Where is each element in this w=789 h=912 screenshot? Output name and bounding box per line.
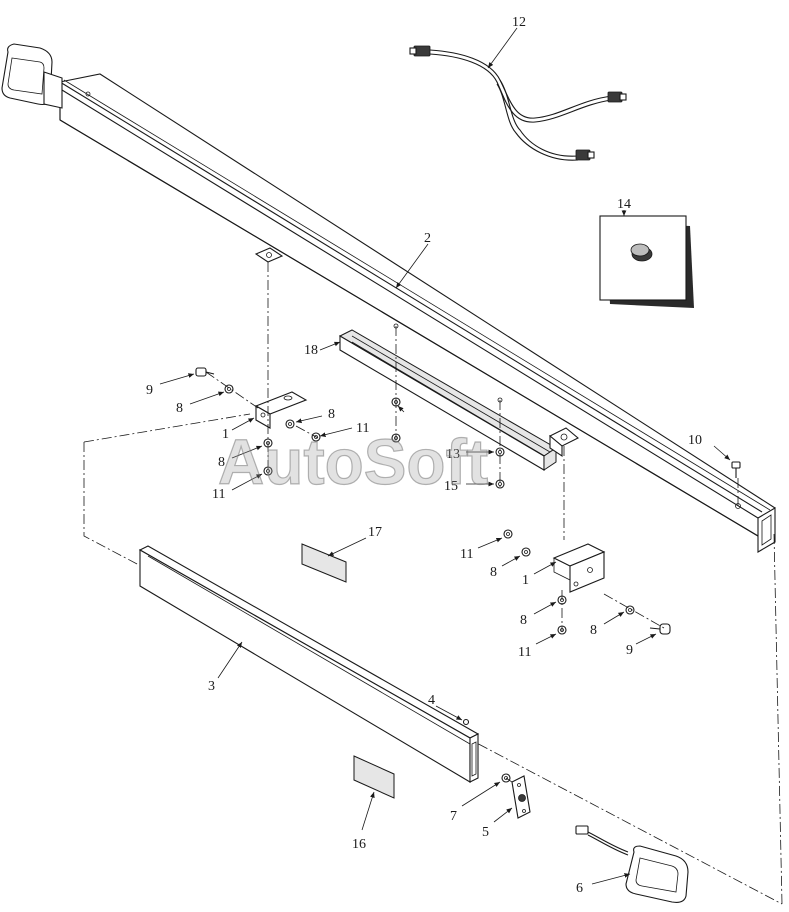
bolt-lower [649,623,671,635]
fastener-group [195,323,741,783]
callout-8-lower-c: 8 [590,623,597,638]
callout-11-upper-right: 11 [356,421,369,436]
callout-8-upper-right: 8 [328,407,335,422]
grommet-box [599,215,694,308]
alignment-lines [83,262,783,905]
callout-6: 6 [576,881,583,896]
watermark: AutoSoft [218,426,488,498]
callout-1-upper: 1 [222,427,229,442]
small-bracket [511,775,531,819]
callout-8-upper-left: 8 [176,401,183,416]
lower-bar [138,545,480,783]
callout-16: 16 [352,837,366,852]
wiring-harness [409,45,627,161]
callout-5: 5 [482,825,489,840]
callout-2: 2 [424,231,431,246]
callout-3: 3 [208,679,215,694]
bracket-lower [552,543,606,593]
callout-11-lower-b: 11 [518,645,531,660]
callout-4: 4 [428,693,435,708]
callout-15: 15 [444,479,458,494]
light-bar-main [59,73,776,553]
callout-9-upper: 9 [146,383,153,398]
leader-lines [159,27,731,885]
mount-tab-right [549,427,579,458]
callout-8-mid-left: 8 [218,455,225,470]
lamp-left [1,43,63,109]
callout-labels: 12 14 2 18 9 8 1 8 11 8 11 13 15 10 17 1… [146,15,702,896]
callout-13: 13 [446,447,460,462]
callout-11-lower-a: 11 [460,547,473,562]
callout-12: 12 [512,15,526,30]
callout-18: 18 [304,343,318,358]
mount-tab-left [254,247,284,263]
callout-8-lower-b: 8 [520,613,527,628]
callout-14: 14 [617,197,631,212]
callout-10: 10 [688,433,702,448]
decal-17 [301,543,347,583]
bolt-upper [195,367,215,377]
callout-1-lower: 1 [522,573,529,588]
decal-16 [353,755,395,799]
lamp-right [575,825,689,903]
callout-8-lower-a: 8 [490,565,497,580]
callout-11-mid-left: 11 [212,487,225,502]
callout-17: 17 [368,525,382,540]
bracket-upper [254,391,308,429]
callout-9-lower: 9 [626,643,633,658]
bolt-top-right [731,461,741,478]
callout-7: 7 [450,809,457,824]
